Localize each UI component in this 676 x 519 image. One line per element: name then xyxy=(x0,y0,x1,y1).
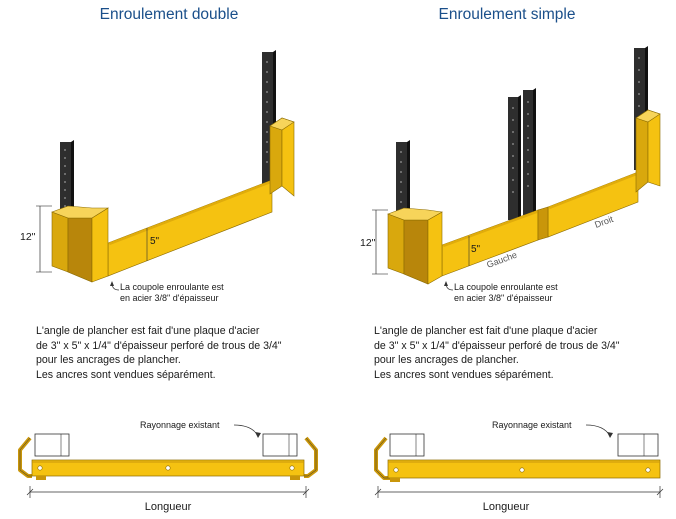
rack-box-left xyxy=(34,433,70,457)
callout-line-2: en acier 3/8" d'épaisseur xyxy=(454,293,552,303)
double-isometric-diagram: 12" 5" La coupole enroulante est en acie… xyxy=(18,50,318,513)
panel-simple-wrap: Enroulement simple xyxy=(338,0,676,519)
height-dim-label: 12" xyxy=(360,237,376,249)
width-dim-label: 5" xyxy=(150,236,160,247)
length-label: Longueur xyxy=(483,501,530,513)
left-wrap-cup xyxy=(387,207,443,285)
existing-racking-label: Rayonnage existant xyxy=(140,420,220,430)
length-label: Longueur xyxy=(145,501,192,513)
desc-line: L'angle de plancher est fait d'une plaqu… xyxy=(36,325,260,337)
desc-line: pour les ancrages de plancher. xyxy=(36,354,181,367)
width-dimension: 5" xyxy=(468,236,481,266)
panel-double-wrap: Enroulement double xyxy=(18,6,336,513)
simple-isometric-diagram: Gauche Droit 12" 5" La coupole enroulant… xyxy=(360,46,664,513)
left-wrap-cup xyxy=(51,205,110,283)
cup-callout: La coupole enroulante est en acier 3/8" … xyxy=(110,281,224,303)
middle-upright-posts xyxy=(508,88,536,220)
rack-box-right xyxy=(617,433,659,457)
desc-line: Les ancres sont vendues séparément. xyxy=(374,368,554,381)
plan-view-simple: Rayonnage existant Longueur xyxy=(374,420,664,513)
callout-line-1: La coupole enroulante est xyxy=(454,282,558,292)
existing-racking-label: Rayonnage existant xyxy=(492,420,572,430)
desc-line: de 3" x 5" x 1/4" d'épaisseur perforé de… xyxy=(36,339,282,352)
width-dim-label: 5" xyxy=(471,244,481,255)
desc-line: Les ancres sont vendues séparément. xyxy=(36,368,216,381)
height-dim-label: 12" xyxy=(20,231,36,243)
desc-line: de 3" x 5" x 1/4" d'épaisseur perforé de… xyxy=(374,339,620,352)
cup-callout: La coupole enroulante est en acier 3/8" … xyxy=(444,281,558,303)
height-dimension: 12" xyxy=(20,205,52,273)
long-guard-rail xyxy=(107,179,274,277)
rack-box-left xyxy=(389,433,425,457)
rack-box-right xyxy=(262,433,298,457)
desc-line: pour les ancrages de plancher. xyxy=(374,354,519,367)
left-upright-post xyxy=(60,140,74,214)
callout-line-2: en acier 3/8" d'épaisseur xyxy=(120,293,218,303)
panel-title-simple: Enroulement simple xyxy=(438,6,576,23)
left-upright-post xyxy=(396,140,410,218)
rail-joint xyxy=(537,206,549,241)
right-guard-rail xyxy=(547,171,640,238)
callout-line-1: La coupole enroulante est xyxy=(120,282,224,292)
plan-view-double: Rayonnage existant Longueur xyxy=(18,420,318,513)
description-double: L'angle de plancher est fait d'une plaqu… xyxy=(36,324,336,382)
description-simple: L'angle de plancher est fait d'une plaqu… xyxy=(374,324,674,382)
desc-line: L'angle de plancher est fait d'une plaqu… xyxy=(374,325,598,337)
panel-title-double: Enroulement double xyxy=(99,6,239,23)
right-wrap-cup xyxy=(269,117,295,197)
right-end-cap xyxy=(635,109,661,193)
width-dimension: 5" xyxy=(146,228,160,261)
height-dimension: 12" xyxy=(360,209,388,275)
